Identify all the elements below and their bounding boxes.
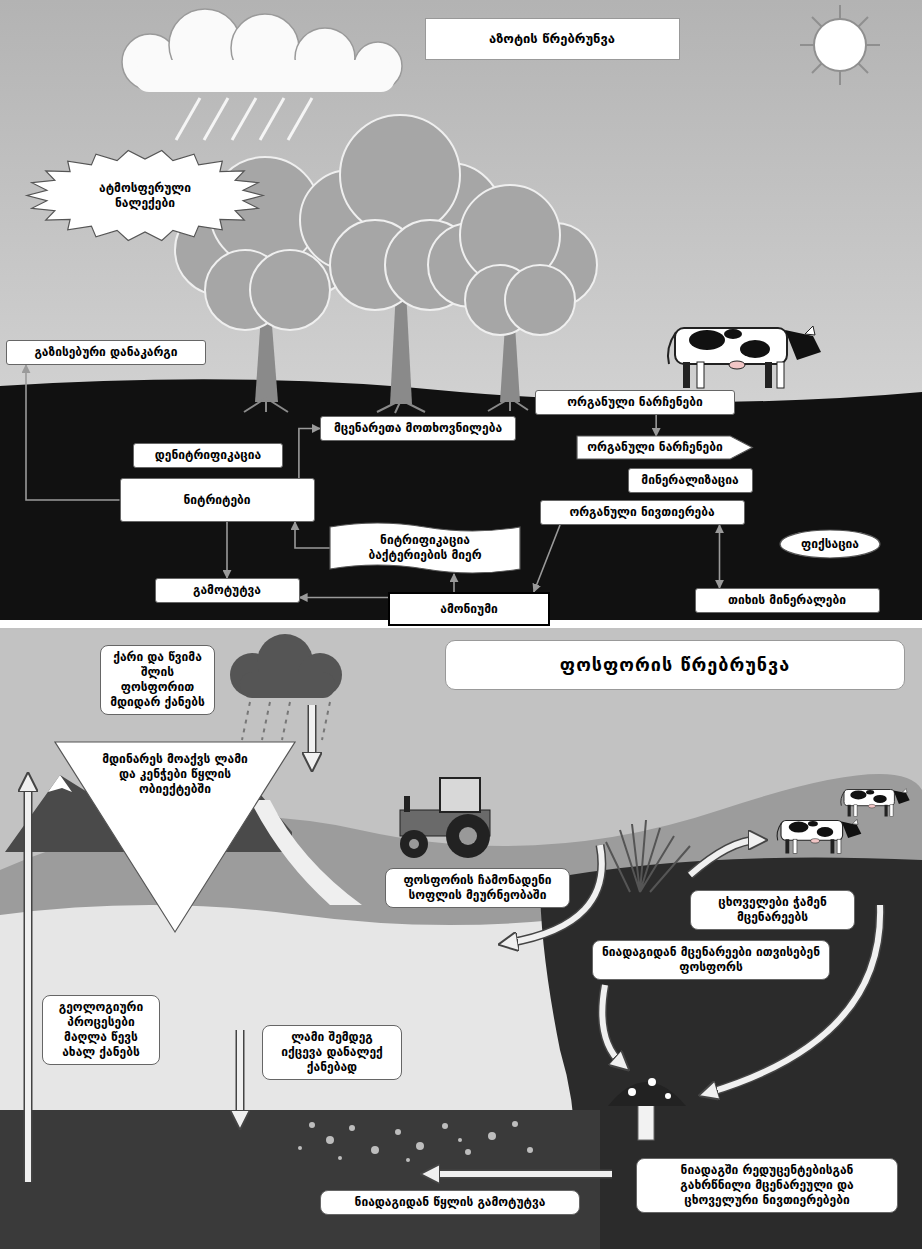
node-text: გეოლოგიური პროცესები მაღლა წევს ახალ ქან… [51, 1000, 151, 1060]
rain [176, 98, 312, 140]
connector-arrow [295, 522, 330, 548]
node-outline-path [55, 742, 295, 932]
process-box: ნიადაგში რედუცენტებისგან გახრწნილი მცენა… [636, 1158, 898, 1213]
node-text: მცენარეთა მოთხოვნილება [334, 421, 502, 436]
storm-cloud [230, 634, 342, 698]
mushroom [608, 1078, 686, 1140]
cow [777, 819, 861, 853]
process-box: ნიტრიტები [120, 478, 315, 522]
node-text: ნიადაგიდან წყლის გამოტუტვა [355, 1195, 546, 1210]
process-box: ამონიუმი [388, 592, 550, 626]
node-outline-path [330, 523, 520, 573]
sediment-grains [298, 1121, 533, 1162]
title-box: აზოტის წრებრუნვა [425, 18, 680, 60]
node-text: ნიადაგში რედუცენტებისგან გახრწნილი მცენა… [645, 1163, 889, 1208]
connector-arrow [534, 525, 560, 592]
connector-arrow [226, 522, 228, 578]
rain [242, 702, 330, 740]
ellipse-box: ფიქსაცია [780, 530, 880, 558]
process-box: მცენარეთა მოთხოვნილება [320, 416, 516, 441]
node-text: თიხის მინერალები [728, 593, 846, 608]
banner-box: ნიტრიფიკაცია ბაქტერიების მიერ [330, 522, 520, 574]
node-text: ორგანული ნარჩენები [587, 440, 722, 455]
node-text: მინერალიზაცია [641, 473, 738, 488]
process-box: ორგანული ნივთიერება [540, 500, 745, 525]
node-outline-path [780, 530, 880, 558]
process-box: გამოტუტვა [155, 578, 300, 603]
process-box: დენიტრიფიკაცია [133, 443, 283, 468]
node-text: ქარი და წვიმა შლის ფოსფორით მდიდარ ქანებ… [109, 650, 206, 710]
node-text: ცხოველები ჭამენ მცენარეებს [699, 895, 846, 925]
process-box: გეოლოგიური პროცესები მაღლა წევს ახალ ქან… [42, 995, 160, 1065]
phosphorus-panel [0, 628, 922, 1249]
node-text: აზოტის წრებრუნვა [489, 31, 615, 47]
node-text: ნიტრიფიკაცია ბაქტერიების მიერ [340, 533, 510, 563]
process-box: ფოსფორის ჩამონადენი სოფლის მეურნეობაში [385, 868, 570, 908]
cow [841, 789, 910, 817]
node-text: ფოსფორის ჩამონადენი სოფლის მეურნეობაში [394, 873, 561, 903]
nitrogen-panel [0, 0, 922, 622]
trees [175, 115, 597, 413]
process-box: მინერალიზაცია [628, 468, 753, 493]
connector-arrow [719, 525, 721, 588]
connector-arrow [655, 415, 657, 436]
callout-bubble: ატმოსფერული ნალექები [25, 148, 265, 243]
connector-arrow [453, 574, 455, 592]
connector-arrow [26, 365, 120, 500]
water-body [0, 905, 600, 1110]
process-box: ნიადაგიდან მცენარეები ითვისებენ ფოსფორს [592, 940, 830, 980]
connector-arrow [300, 597, 389, 599]
river [250, 800, 362, 905]
grass [606, 820, 690, 892]
process-arrows [28, 705, 880, 1182]
process-box: გაზისებური დანაკარგი [6, 340, 206, 365]
node-text: ლამი შემდეგ იქცევა დანალექ ქანებად [271, 1030, 393, 1075]
node-text: გაზისებური დანაკარგი [34, 345, 177, 360]
node-text: ფოსფორის წრებრუნვა [560, 654, 790, 677]
tractor [400, 778, 490, 858]
node-text: ამონიუმი [440, 602, 498, 617]
connector-arrow [299, 429, 320, 479]
cow [668, 326, 821, 388]
cloud [122, 9, 402, 92]
node-text: მდინარეს მოაქვს ლამი და კენჭები წყლის ობ… [100, 752, 250, 797]
node-text: ნიტრიტები [183, 493, 250, 508]
process-box: ორგანული ნარჩენები [535, 390, 735, 415]
sun [800, 5, 880, 85]
process-box: თიხის მინერალები [695, 588, 880, 613]
ground [0, 379, 922, 622]
node-outline-path [27, 150, 263, 240]
process-box: ნიადაგიდან წყლის გამოტუტვა [320, 1190, 580, 1215]
process-box: ქარი და წვიმა შლის ფოსფორით მდიდარ ქანებ… [100, 645, 215, 715]
sediment-layer [0, 1110, 600, 1249]
process-box: ცხოველები ჭამენ მცენარეებს [690, 890, 855, 930]
node-text: გამოტუტვა [193, 583, 261, 598]
node-text: დენიტრიფიკაცია [155, 448, 261, 463]
node-text: ორგანული ნარჩენები [567, 395, 702, 410]
triangle-box: მდინარეს მოაქვს ლამი და კენჭები წყლის ობ… [55, 742, 295, 932]
node-text: ნიადაგიდან მცენარეები ითვისებენ ფოსფორს [601, 945, 821, 975]
node-outline-path [577, 436, 752, 459]
node-text: ორგანული ნივთიერება [569, 505, 714, 520]
process-box: ლამი შემდეგ იქცევა დანალექ ქანებად [262, 1025, 402, 1080]
node-text: ფიქსაცია [801, 537, 859, 552]
arrow-box: ორგანული ნარჩენები [577, 436, 752, 459]
node-text: ატმოსფერული ნალექები [67, 181, 223, 211]
title-box: ფოსფორის წრებრუნვა [445, 640, 905, 690]
